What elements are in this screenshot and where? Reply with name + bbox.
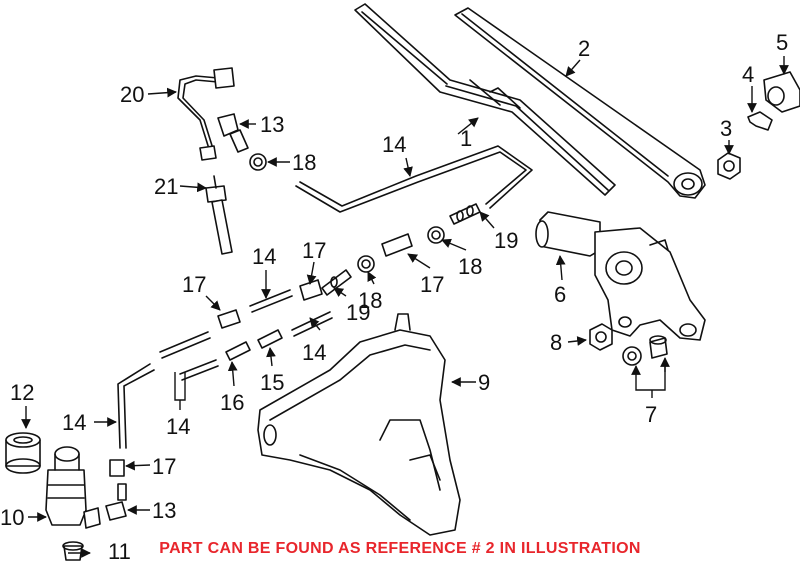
callout-18-mid: 18 (358, 288, 382, 313)
callout-6: 6 (554, 282, 566, 307)
callout-2: 2 (578, 36, 590, 61)
arm-cap-part (763, 71, 800, 113)
callout-14-right: 14 (302, 340, 326, 365)
callout-13-lower: 13 (152, 498, 176, 523)
callout-17-bottom: 17 (152, 454, 176, 479)
callout-4: 4 (742, 62, 754, 87)
callout-19-mid: 19 (346, 300, 370, 325)
cap-clip-part (747, 111, 773, 131)
callout-18-top: 18 (292, 150, 316, 175)
callout-18-right: 18 (458, 254, 482, 279)
callout-11: 11 (108, 539, 131, 564)
nozzle-hose-part (177, 67, 235, 161)
wiper-motor-part (535, 211, 706, 341)
reference-notice: PART CAN BE FOUND AS REFERENCE # 2 IN IL… (159, 540, 641, 557)
callout-16: 16 (220, 390, 244, 415)
callout-17-mid: 17 (302, 238, 326, 263)
hose-clamp-part (249, 153, 445, 273)
wiper-arm-part (454, 7, 706, 199)
callout-14-top: 14 (382, 132, 406, 157)
wiper-blade-part (354, 3, 616, 196)
callout-13-upper: 13 (260, 112, 284, 137)
grommets-part (622, 335, 668, 366)
hose-connector-lower-part (105, 483, 127, 521)
callout-14-left: 14 (62, 410, 86, 435)
callout-14-bottom: 14 (166, 414, 190, 439)
callout-21: 21 (154, 174, 178, 199)
washer-jet-part (205, 175, 233, 255)
callout-1: 1 (460, 126, 472, 151)
callout-17-left: 17 (182, 272, 206, 297)
arm-nut-part (717, 152, 741, 180)
callout-17-right: 17 (420, 272, 444, 297)
callout-3: 3 (720, 116, 732, 141)
leader-lines (21, 56, 789, 558)
callout-5: 5 (776, 30, 788, 55)
callout-20: 20 (120, 82, 144, 107)
callout-10: 10 (0, 505, 24, 530)
hose-plug-part (109, 233, 413, 477)
pump-grommet-part (62, 541, 84, 561)
callout-9: 9 (478, 370, 490, 395)
washer-reservoir-part (257, 313, 461, 536)
washer-pump-part (45, 446, 101, 529)
callout-labels: 1 2 3 4 5 6 7 8 9 10 11 12 13 13 14 14 1… (0, 30, 788, 564)
callout-12: 12 (10, 380, 34, 405)
hose-connector-upper-part (217, 113, 249, 153)
motor-nut-part (589, 323, 613, 351)
hose-coupler-part (321, 203, 481, 296)
callout-8: 8 (550, 330, 562, 355)
callout-14-mid: 14 (252, 244, 276, 269)
callout-7: 7 (645, 402, 657, 427)
hose-fitting-part (225, 329, 283, 361)
pump-seal-part (5, 432, 41, 474)
callout-19-right: 19 (494, 228, 518, 253)
callout-15: 15 (260, 370, 284, 395)
